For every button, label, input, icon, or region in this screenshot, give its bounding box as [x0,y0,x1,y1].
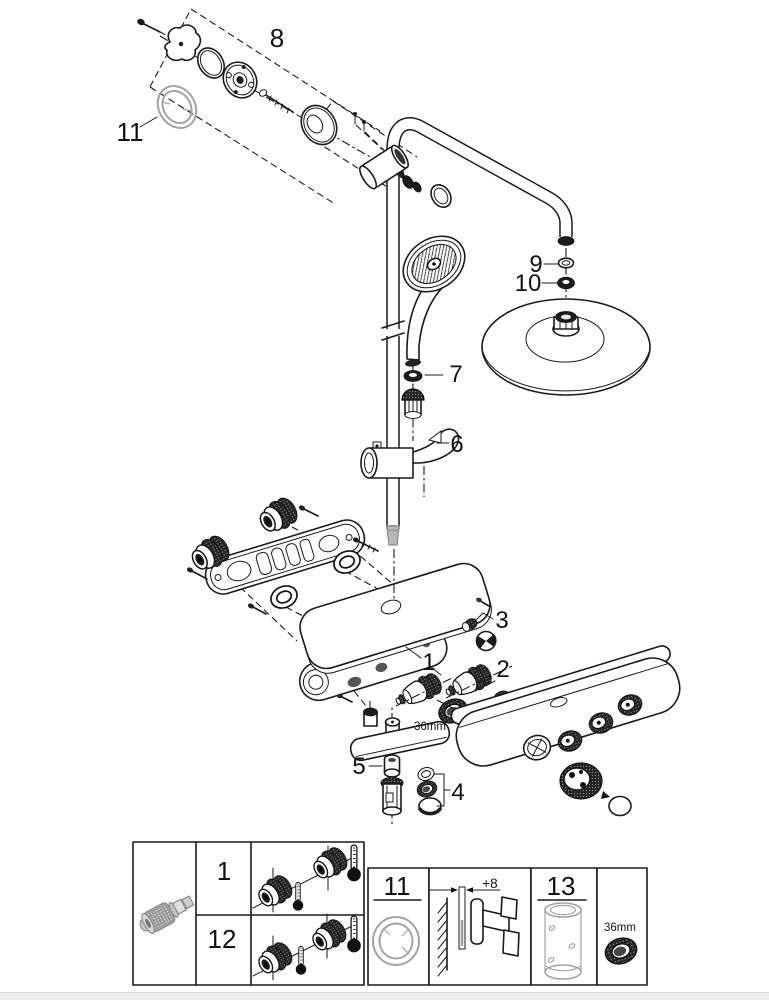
horizontal-scrollbar-track[interactable] [0,992,769,1000]
extension-tube-icon [544,902,582,980]
cartridge-2 [440,660,513,705]
wall-offset-label: +8 [482,876,497,891]
bottom-seal-part [383,754,401,827]
wall-mount-plate [164,24,202,62]
plate-screw [476,597,490,607]
gasket-icon [372,916,420,966]
knob-oring [608,795,632,817]
adapter-part-gray [139,895,195,934]
escutcheon-ring-gray [156,85,198,129]
union-cap [430,184,452,208]
callout-10: 10 [515,270,542,297]
diverter-parts [461,612,497,652]
hose-connector-bottom [380,777,404,816]
bracket-screws [186,505,379,615]
shower-arm-and-riser [381,117,575,546]
head-shower [481,248,651,396]
flange-screw [258,89,294,114]
callout-3: 3 [495,607,508,634]
legend-row12-art [252,913,362,981]
wall-mount-oring [196,47,226,79]
callout-2: 2 [496,656,509,683]
hose-cone-connector [401,388,425,419]
callout-1: 1 [422,649,435,676]
nut-size-label: 36mm [414,721,446,733]
callout-9: 9 [529,251,542,278]
hose-parts-group [414,764,451,816]
callout-8: 8 [270,23,284,53]
arm-end-cap [557,236,575,246]
glide-holder [360,428,460,497]
small-arrow [601,791,610,799]
mounting-bracket-bar [204,519,366,595]
legend-box-nut [596,867,648,986]
rear-shell [450,645,681,767]
exploded-knob [559,762,632,817]
callout-4: 4 [451,779,464,806]
legend-row1-art [252,842,362,913]
eccentric-union-upper [254,493,303,539]
bottom-bracket [337,693,451,762]
trim-plate [299,549,492,674]
legend-row12-number: 12 [208,924,237,954]
wall-mount-screw [137,18,166,35]
legend-nut-size-label: 36mm [604,922,636,934]
legend-row1-number: 1 [217,856,231,886]
callout-5: 5 [352,753,365,780]
cartridge-1 [390,669,453,714]
ring-nut-lower [266,581,302,613]
wall-mount-flange [222,61,258,99]
wall-offset-art: +8 [429,876,520,977]
callout-7: 7 [449,361,462,388]
wall-union [359,144,452,208]
callout-6: 6 [450,431,463,458]
legend-table: 1 12 11 [132,841,648,986]
legend-13-number: 13 [547,871,576,901]
hand-shower [401,235,466,441]
mount-pins [353,112,390,156]
escutcheon-ring [300,104,338,146]
legend-11-number: 11 [384,871,411,901]
callout-labels: 8 11 9 10 7 6 3 1 2 5 4 36mm [117,23,559,806]
callout-11: 11 [117,117,144,147]
